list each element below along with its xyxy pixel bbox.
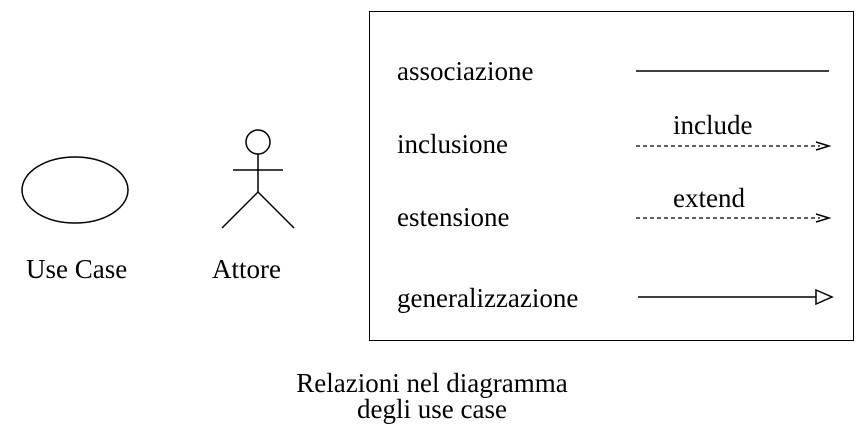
legend-label-association: associazione — [397, 56, 534, 86]
caption-line-1: Relazioni nel diagramma — [296, 368, 568, 398]
extend-arrowhead — [815, 213, 832, 223]
generalization-arrow — [638, 288, 834, 306]
actor-stick-figure — [221, 129, 295, 229]
actor-right-leg — [257, 191, 295, 229]
use-case-label: Use Case — [26, 254, 128, 284]
legend-label-extension: estensione — [397, 202, 510, 232]
actor-label: Attore — [212, 254, 281, 284]
legend-label-generalization: generalizzazione — [397, 283, 579, 313]
caption-line-2: degli use case — [357, 394, 507, 424]
actor-head — [245, 129, 271, 155]
hollow-triangle-head — [815, 288, 834, 306]
include-arrowhead — [815, 141, 832, 151]
use-case-ellipse — [21, 156, 129, 224]
include-stereotype-label: include — [673, 110, 753, 140]
legend-box — [369, 11, 854, 341]
extend-stereotype-label: extend — [673, 183, 745, 213]
legend-label-inclusion: inclusione — [397, 129, 508, 159]
actor-left-leg — [221, 191, 259, 229]
extend-arrow — [636, 213, 832, 223]
include-arrow — [636, 141, 832, 151]
